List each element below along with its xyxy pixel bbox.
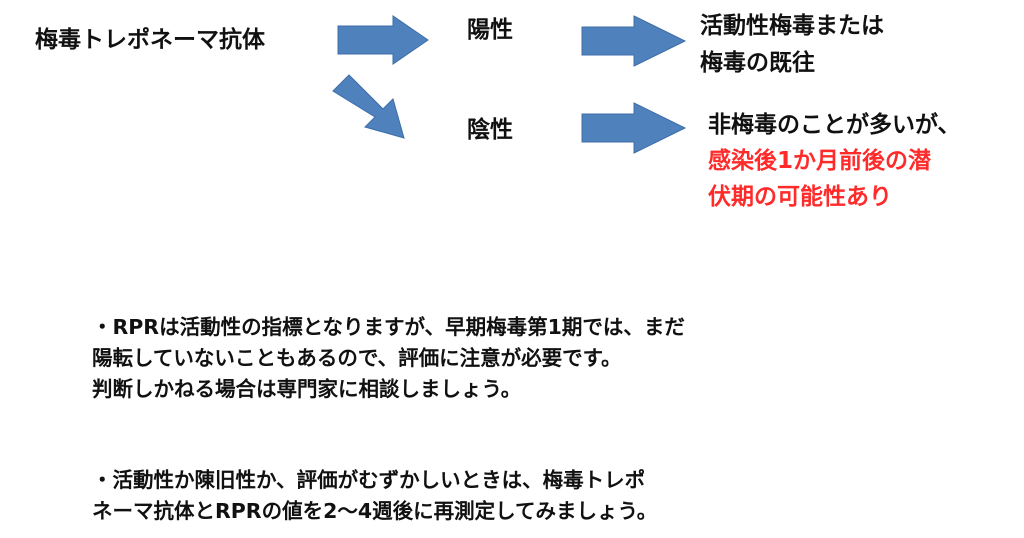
- negative-result-line3: 伏期の可能性あり: [708, 184, 892, 210]
- note-retest-line1: ・活動性か陳旧性か、評価がむずかしいときは、梅毒トレポ: [92, 468, 646, 492]
- arrow-positive-to-result: [581, 15, 687, 67]
- negative-result-line2: 感染後1か月前後の潜: [708, 148, 932, 174]
- antibody-label: 梅毒トレポネーマ抗体: [35, 27, 265, 53]
- note-rpr-line1: ・RPRは活動性の指標となりますが、早期梅毒第1期では、まだ: [92, 315, 685, 339]
- arrow-antibody-to-negative: [332, 74, 405, 139]
- negative-result-line1: 非梅毒のことが多いが、: [708, 112, 961, 138]
- note-retest-line2: ネーマ抗体とRPRの値を2～4週後に再測定してみましょう。: [92, 499, 658, 523]
- arrow-antibody-to-positive: [337, 15, 429, 65]
- note-rpr-line2: 陽転していないこともあるので、評価に注意が必要です。: [92, 346, 622, 370]
- positive-label: 陽性: [467, 17, 513, 43]
- positive-result-line2: 梅毒の既往: [700, 50, 815, 76]
- arrow-negative-to-result: [581, 102, 687, 154]
- note-rpr-line3: 判断しかねる場合は専門家に相談しましょう。: [92, 377, 522, 401]
- negative-label: 陰性: [467, 117, 513, 143]
- positive-result-line1: 活動性梅毒または: [700, 13, 884, 39]
